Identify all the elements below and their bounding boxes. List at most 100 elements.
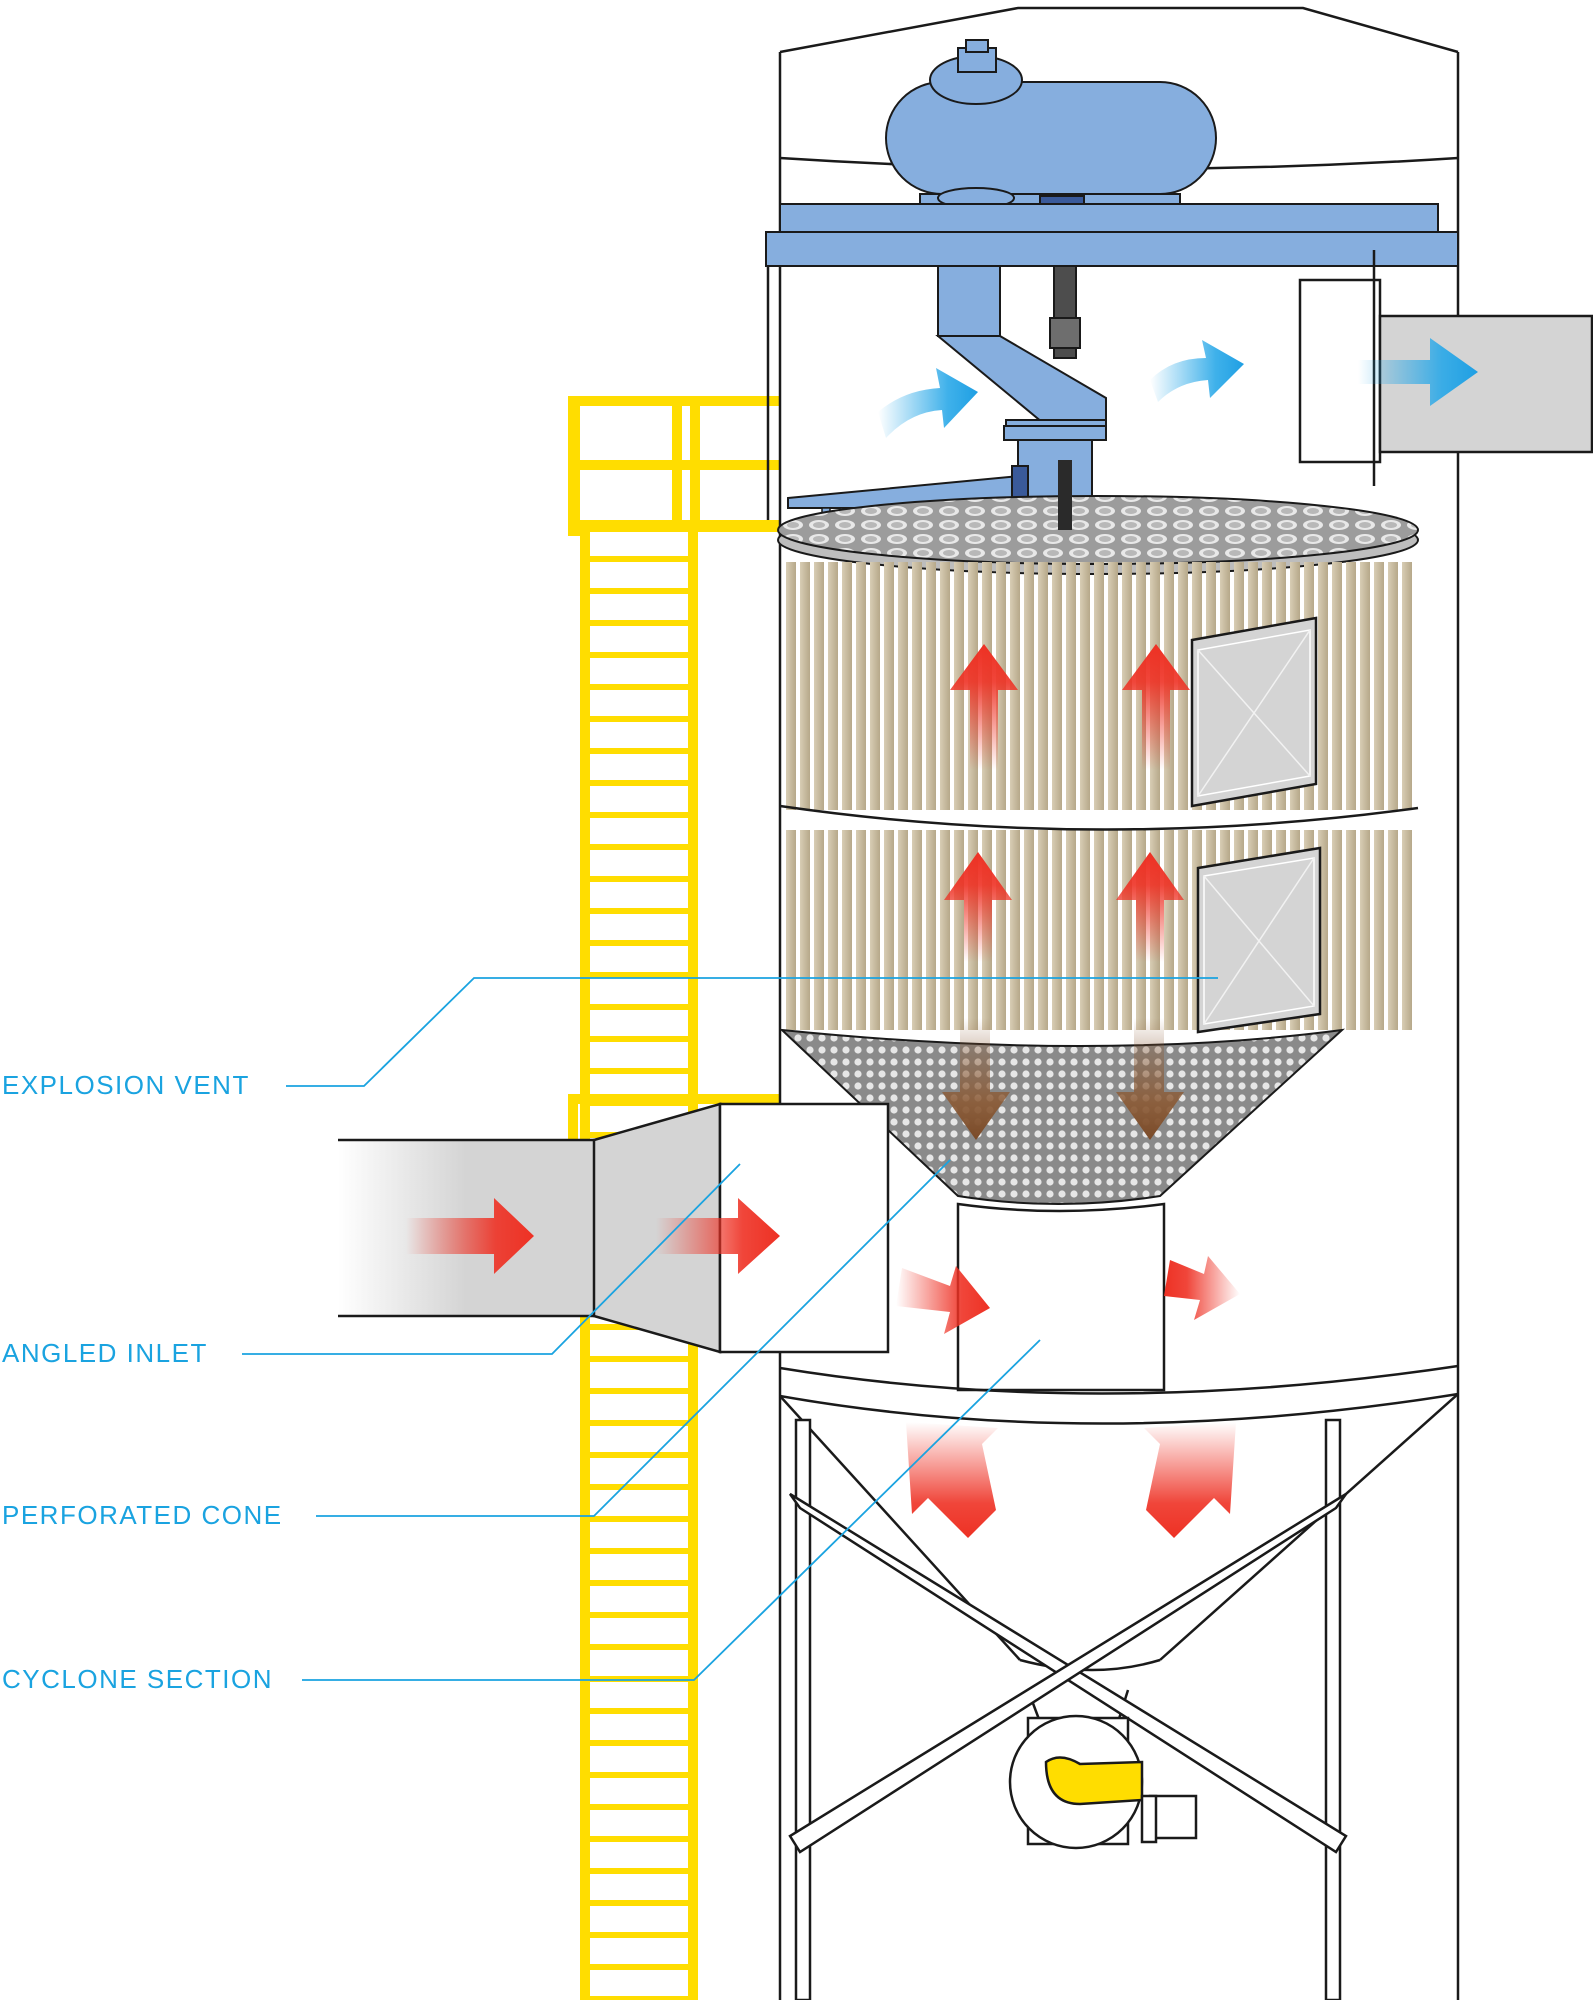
filter-bag — [898, 562, 908, 810]
filter-bag — [1080, 830, 1090, 1030]
filter-bag — [1332, 562, 1342, 810]
perforated-cone — [779, 1028, 1346, 1205]
shell-seam — [779, 804, 1419, 831]
filter-bag — [1388, 562, 1398, 810]
filter-bag — [884, 830, 894, 1030]
ladder-rung — [590, 844, 688, 850]
filter-bag — [1066, 562, 1076, 810]
arrow-up-icon — [1122, 644, 1190, 770]
filter-bag — [1052, 830, 1062, 1030]
hopper — [779, 1364, 1459, 1724]
ladder-rung — [590, 1516, 688, 1522]
arrow-right-icon — [1358, 338, 1478, 406]
filter-bag — [940, 830, 950, 1030]
ladder-rung — [590, 1580, 688, 1586]
ladder-rung — [590, 1932, 688, 1938]
filter-bag — [1024, 562, 1034, 810]
filter-bag — [1360, 562, 1370, 810]
filter-bag — [842, 830, 852, 1030]
filter-bag — [828, 830, 838, 1030]
support-legs — [788, 1418, 1348, 2000]
arrow-right-icon — [406, 1198, 534, 1274]
filter-bag — [1094, 562, 1104, 810]
filter-bag — [954, 830, 964, 1030]
ladder-rung — [590, 1644, 688, 1650]
leader-angled-inlet — [242, 1163, 741, 1355]
filter-bag — [1402, 562, 1412, 810]
filter-bag — [1094, 830, 1104, 1030]
leader-cyclone-section — [302, 1339, 1041, 1681]
ladder-rung — [590, 620, 688, 626]
filter-bag — [856, 830, 866, 1030]
ladder-rung — [590, 1868, 688, 1874]
filter-bag — [940, 562, 950, 810]
arrow-down-icon — [1116, 1018, 1184, 1140]
ladder-rung — [590, 1004, 688, 1010]
tubesheet — [777, 460, 1419, 575]
filter-bag — [1388, 830, 1398, 1030]
arrow-up-icon — [1116, 852, 1184, 962]
callout-leader-lines — [242, 977, 1218, 1681]
arrow-left-icon — [1164, 1256, 1240, 1320]
filter-bag — [926, 562, 936, 810]
filter-bag — [1122, 830, 1132, 1030]
filter-bag — [1108, 562, 1118, 810]
arrow-down-icon — [906, 1422, 998, 1538]
ladder-rung — [590, 972, 688, 978]
airflow-arrows — [406, 338, 1478, 1538]
filter-bag — [1332, 830, 1342, 1030]
ladder-rung — [590, 780, 688, 786]
filter-bag — [786, 830, 796, 1030]
ladder-rung — [590, 812, 688, 818]
ladder-rung — [590, 1484, 688, 1490]
filter-bag — [1374, 830, 1384, 1030]
filter-bag — [814, 562, 824, 810]
filter-bag — [814, 830, 824, 1030]
ladder-rung — [590, 1612, 688, 1618]
filter-bag — [1164, 830, 1174, 1030]
filter-bag — [1374, 562, 1384, 810]
filter-bag — [1318, 562, 1328, 810]
filter-bag — [884, 562, 894, 810]
ladder-rung — [590, 1420, 688, 1426]
arrow-down-icon — [942, 1018, 1010, 1140]
callout-angled-inlet: ANGLED INLET — [2, 1338, 208, 1368]
ladder-rung — [590, 652, 688, 658]
filter-bag — [1346, 830, 1356, 1030]
filter-bag — [870, 830, 880, 1030]
filter-bag — [1038, 562, 1048, 810]
filter-bag — [828, 562, 838, 810]
filter-bag — [898, 830, 908, 1030]
leader-perforated-cone — [316, 1159, 951, 1517]
ladder-rung — [590, 1996, 688, 2000]
ladder-rung — [590, 684, 688, 690]
cyclone-section — [956, 1202, 1166, 1392]
filter-bag — [1178, 830, 1188, 1030]
ladder-rung — [590, 1772, 688, 1778]
filter-bag — [926, 830, 936, 1030]
filter-bag — [800, 830, 810, 1030]
callout-cyclone-section: CYCLONE SECTION — [2, 1664, 273, 1694]
ladder-rung — [590, 588, 688, 594]
filter-bag — [996, 830, 1006, 1030]
ladder-rung — [590, 716, 688, 722]
ladder-rung — [590, 1036, 688, 1042]
callout-explosion-vent: EXPLOSION VENT — [2, 1070, 250, 1100]
rotary-valve — [1008, 1714, 1198, 1850]
ladder-rung — [590, 1964, 688, 1970]
ladder-rung — [590, 1388, 688, 1394]
ladder-rung — [590, 1836, 688, 1842]
ladder-rung — [590, 1356, 688, 1362]
ladder-rung — [590, 1708, 688, 1714]
filter-bag — [1318, 830, 1328, 1030]
arrow-right-icon — [1150, 340, 1244, 402]
filter-bag — [1108, 830, 1118, 1030]
ladder-rung — [590, 876, 688, 882]
filter-bag — [856, 562, 866, 810]
filter-bag — [1360, 830, 1370, 1030]
ladder-rung — [590, 748, 688, 754]
arrow-down-icon — [1144, 1422, 1236, 1538]
filter-bag — [1402, 830, 1412, 1030]
ladder-rung — [590, 1068, 688, 1074]
